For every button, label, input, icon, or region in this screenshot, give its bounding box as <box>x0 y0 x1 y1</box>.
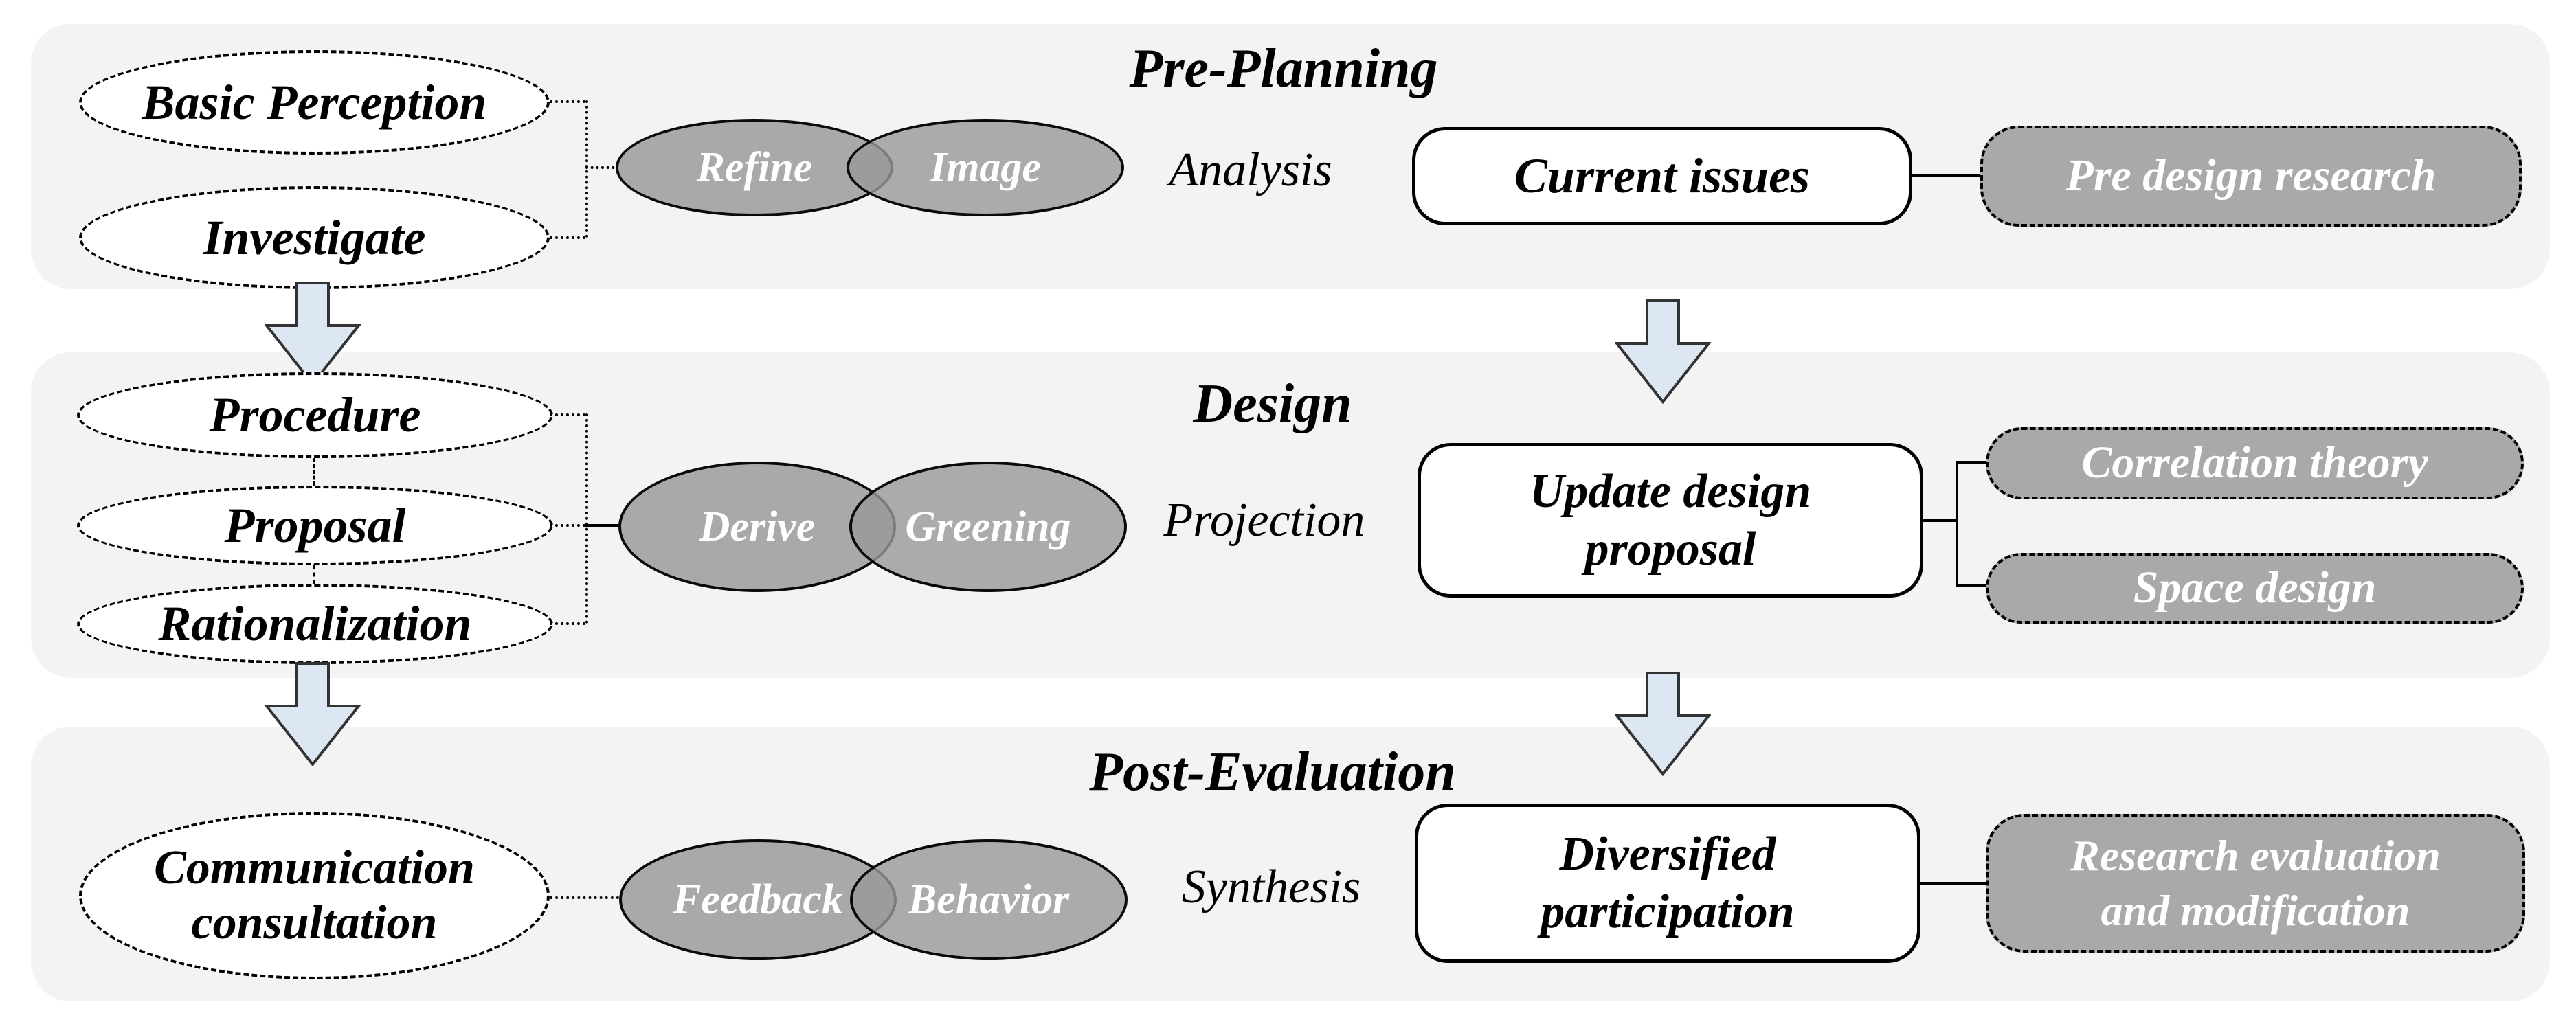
connector-solid <box>1958 584 1986 587</box>
connector-dotted-vertical <box>585 100 588 238</box>
connector-dotted <box>550 413 585 416</box>
output-box-update-design-proposal: Update design proposal <box>1418 443 1923 598</box>
input-ellipse-communication-consultation: Communication consultation <box>79 812 550 979</box>
down-arrow-icon <box>265 282 361 386</box>
connector-dotted <box>550 524 585 527</box>
input-ellipse-rationalization: Rationalization <box>77 584 553 664</box>
connector-dotted <box>550 236 585 239</box>
down-arrow-icon <box>265 662 361 766</box>
input-ellipse-procedure: Procedure <box>77 372 553 458</box>
output-box-diversified-participation: Diversified participation <box>1415 804 1920 963</box>
venn-ellipse-image: Image <box>847 119 1124 216</box>
connector-solid <box>1923 519 1956 522</box>
venn-ellipse-behavior: Behavior <box>850 839 1128 960</box>
connector-dotted <box>550 100 585 103</box>
input-ellipse-basic-perception: Basic Perception <box>79 50 550 155</box>
connector-dotted-vertical <box>585 413 588 624</box>
connector-dotted <box>550 622 585 625</box>
resource-box-correlation-theory: Correlation theory <box>1986 427 2524 499</box>
phase-title-post-evaluation: Post-Evaluation <box>1089 741 1456 802</box>
connector-dotted <box>550 896 619 899</box>
phase-title-design: Design <box>1193 373 1352 434</box>
resource-box-space-design: Space design <box>1986 553 2524 624</box>
phase-title-pre-planning: Pre-Planning <box>1129 38 1438 99</box>
phase-label-projection: Projection <box>1163 494 1365 547</box>
connector-dashed-vertical <box>313 565 315 584</box>
connector-solid-vertical <box>1956 461 1958 587</box>
connector-solid <box>1912 174 1980 177</box>
output-box-current-issues: Current issues <box>1412 127 1912 225</box>
input-ellipse-investigate: Investigate <box>79 186 550 289</box>
down-arrow-icon <box>1615 672 1711 776</box>
phase-label-synthesis: Synthesis <box>1181 861 1361 913</box>
connector-dotted <box>585 166 620 169</box>
input-ellipse-proposal: Proposal <box>77 486 553 565</box>
connector-solid <box>1958 461 1986 464</box>
connector-dashed-vertical <box>313 458 315 486</box>
venn-ellipse-greening: Greening <box>849 462 1127 592</box>
connector-solid <box>585 524 620 527</box>
resource-box-research-evaluation: Research evaluation and modification <box>1986 814 2525 953</box>
resource-box-pre-design-research: Pre design research <box>1980 126 2522 227</box>
down-arrow-icon <box>1615 299 1711 404</box>
phase-label-analysis: Analysis <box>1169 144 1332 196</box>
connector-solid <box>1920 882 1986 885</box>
